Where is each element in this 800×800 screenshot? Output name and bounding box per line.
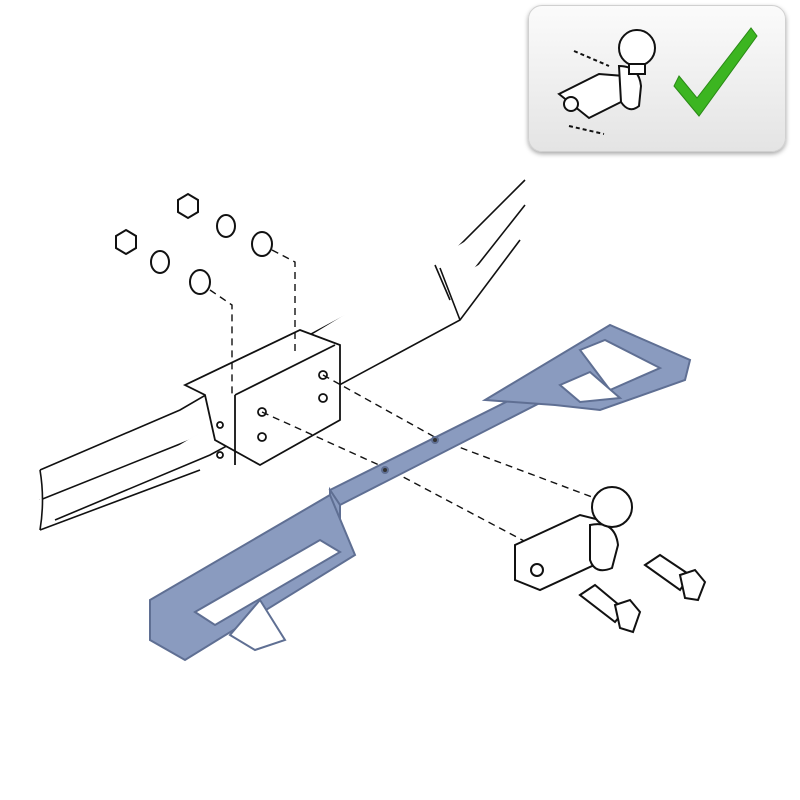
washer [251,231,273,257]
mounting-bracket [182,329,341,467]
towball [514,486,633,592]
bolts [578,553,707,634]
towball-icon [557,29,656,135]
bolt [643,553,707,602]
compatibility-badge [528,5,786,152]
washer [189,269,211,295]
washer [150,250,170,274]
washer [216,214,236,238]
nut [115,228,137,256]
towbar-crossbar [149,323,692,662]
bolt [578,583,642,634]
nuts-and-washers [115,192,273,295]
nut [177,192,199,220]
checkmark-icon [673,27,758,117]
